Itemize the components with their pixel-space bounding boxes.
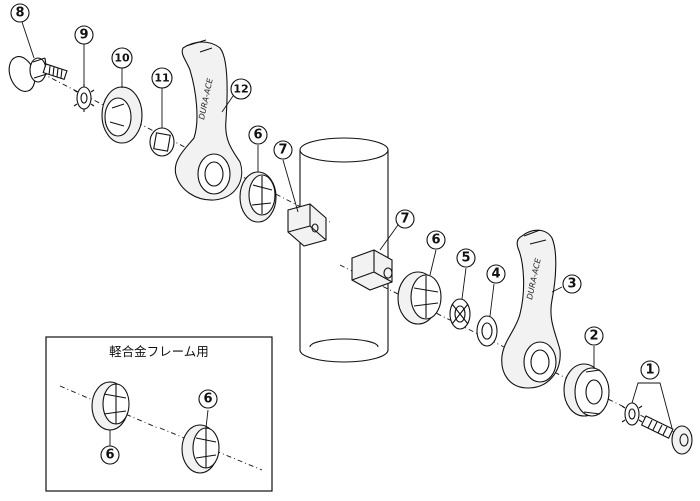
part-left-lever: DURA-ACE [174,39,243,201]
part-bushing-upper [239,171,277,223]
part-tooth-washer-right [621,402,643,426]
inset-title: 軽合金フレーム用 [109,344,209,359]
inset-bushing-right [181,424,220,474]
part-spring-washer [449,298,471,330]
svg-text:3: 3 [567,277,576,292]
svg-text:6: 6 [105,448,114,463]
callout-1: 1 [640,360,660,380]
callout-8: 8 [10,3,30,23]
callout-7-lower: 7 [395,209,415,229]
part-tooth-washer [73,84,95,112]
callout-12: 12 [230,78,252,100]
callout-3: 3 [562,274,582,294]
svg-text:6: 6 [203,392,212,407]
callout-6-inset-right: 6 [198,389,218,409]
svg-text:6: 6 [253,128,262,143]
svg-text:2: 2 [589,329,598,344]
svg-text:6: 6 [431,233,440,248]
svg-text:9: 9 [79,28,88,43]
callout-11: 11 [151,67,173,89]
svg-text:1: 1 [645,363,654,378]
frame-tube [299,137,389,363]
svg-text:11: 11 [154,72,169,85]
callout-10: 10 [111,47,133,69]
callout-6-inset-left: 6 [100,445,120,465]
part-boss-adapter-upper [287,203,327,247]
svg-text:5: 5 [461,251,470,266]
part-bushing-lower [397,271,442,325]
part-dial-cap [563,363,610,417]
callout-5: 5 [456,248,476,268]
callout-6-lower: 6 [426,230,446,250]
leader-lines [21,21,673,429]
part-cap-ring [101,86,143,144]
part-right-lever: DURA-ACE [501,229,561,389]
callout-2: 2 [584,326,604,346]
inset-dash-lines [59,385,263,471]
svg-text:7: 7 [400,212,409,227]
part-boss-adapter-lower [351,249,393,291]
inset-bushing-left [91,381,130,431]
callouts: 8 9 10 11 12 6 7 7 [10,3,660,380]
callout-6-upper: 6 [248,125,268,145]
svg-text:8: 8 [15,6,24,21]
svg-text:4: 4 [491,267,500,282]
part-washer [476,315,498,347]
callout-4: 4 [486,264,506,284]
part-bolt-right [640,415,693,455]
svg-text:7: 7 [278,143,287,158]
callout-7-upper: 7 [273,140,293,160]
part-wing-bolt [8,56,68,92]
svg-text:12: 12 [233,83,248,96]
inset-panel: 軽合金フレーム用 6 6 [45,336,273,492]
callout-9: 9 [74,25,94,45]
svg-text:10: 10 [114,52,130,65]
part-square-plate [149,127,175,157]
